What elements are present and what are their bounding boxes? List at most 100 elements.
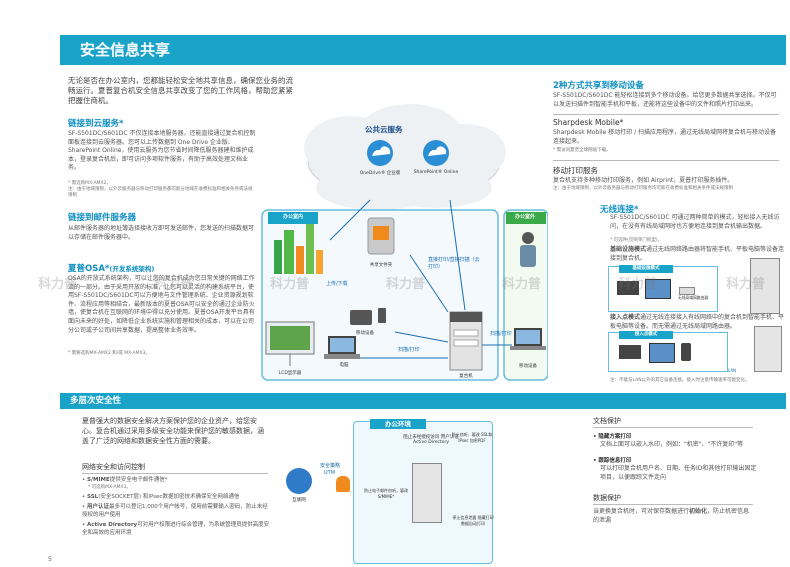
office-label: 办公室内 (282, 214, 303, 220)
router-icon (679, 287, 695, 295)
divider (553, 160, 779, 161)
access-figure-title: 接入点模式 (619, 331, 673, 339)
ssl-bold: SSL (87, 493, 99, 500)
network-heading: 网络安全和访问控制 (82, 463, 145, 471)
leak-prevention-label: 停止信息泄露 隐藏打印 数据自动打印 (452, 515, 494, 526)
upload-download-label: 上传/下载 (326, 281, 348, 287)
mobile-print-heading: 移动打印服务 (553, 166, 598, 175)
doc-protect-heading: 文档保护 (593, 417, 621, 425)
firewall-icon (336, 476, 350, 492)
divider (82, 473, 268, 474)
office-env-label: 办公环境 (370, 419, 426, 429)
watermark: 科力普 (726, 277, 766, 292)
mobile-heading: 2种方式共享到移动设备 (553, 81, 644, 91)
phone-icon (378, 308, 386, 323)
data-protect-text-c: ，防止机密信息的泄漏 (593, 508, 750, 524)
sharpdesk-body: Sharpdesk Mobile 移动打印 / 扫描应用程序，通过无线局域网将复… (553, 129, 776, 145)
sharpdesk-heading: Sharpdesk Mobile* (553, 118, 624, 127)
page-number: 5 (48, 556, 52, 563)
mobile-print-note: 注：由于地域限制，以外云服务器与移动打印服务均可能在收费标准和相关条件或法规限制 (553, 186, 733, 191)
hidden-print-body: 文档上面可以嵌入水印，例如："机密"、"不许复印"等 (600, 441, 744, 448)
hidden-print-label: • 隐藏方案打印 (593, 434, 632, 440)
smime-text: 提供安全电子邮件通信* (109, 477, 168, 483)
infra-figure-title: 基础设施模式 (619, 265, 673, 273)
cloud-diagram (261, 104, 548, 381)
copier-icon (412, 463, 442, 523)
office-label-bg (268, 212, 318, 224)
internet-label: 互联网 (292, 498, 306, 503)
tablet-icon (350, 310, 372, 325)
direct-print-label: 直接打印/直接扫描（云打印） (428, 257, 480, 270)
outside-label: 办公室外 (514, 214, 535, 220)
sharpdesk-note: * 需访问夏普全球网站下载。 (553, 148, 611, 153)
copier-label: 复合机 (459, 374, 473, 379)
auth-text: 最多可以登记1,000个用户帐号，使用前需要输入密码，防止未经授权的用户使用 (82, 504, 268, 518)
cloud-title: 公共云服务 (365, 125, 403, 134)
divider (593, 427, 753, 428)
divider (553, 114, 779, 115)
sharepoint-label: SharePoint® Online (413, 170, 459, 175)
ad-bold: Active Directory (87, 522, 138, 529)
email-protection-label: 防止电子邮件窃听，篡改 S/MIME* (364, 488, 408, 499)
utm-label: UTM (324, 470, 336, 476)
copier-icon (754, 326, 782, 372)
laptop-icon (645, 279, 671, 299)
cloud-note-1: * 需选购MX-AMX2。 (68, 181, 111, 186)
encrypt-label: 防止窃听、篡改 SSL和IPsec 加密PDF (451, 432, 493, 443)
divider (593, 504, 753, 505)
laptop-icon (649, 343, 675, 363)
access-mode-text: 接入点模式通过无线连接接入有线网络中的复合机到智能手机、平板电脑等设备。而无需通… (610, 314, 788, 331)
smime-note: * 可选购MX-AMX3。 (88, 484, 131, 490)
outside-devices (510, 232, 546, 350)
trace-print-label: • 跟踪信息打印 (593, 458, 632, 464)
data-protect-init: 初始化 (689, 508, 708, 515)
auth-item: • 用户认证最多可以登记1,000个用户帐号，使用前需要输入密码，防止未经授权的… (82, 504, 268, 518)
basic-mode-text: 基础设施模式通过无线网络路由器将智能手机、平板电脑等设备连接到复合机。 (610, 246, 788, 263)
page-title: 安全信息共享 (80, 41, 171, 59)
security-policy-label: 安全策略 (320, 463, 341, 469)
pc-label: 电脑 (339, 363, 349, 368)
access-mode-body: 通过无线连接接入有线网络中的复合机到智能手机、平板电脑等设备。而无需通过无线局域… (610, 314, 785, 330)
outside-mobile-label: 移动设备 (519, 364, 537, 369)
lan-label: LAN (728, 368, 737, 373)
globe-icon (286, 468, 312, 494)
watermark: 科力普 (386, 277, 426, 292)
copier-icon (750, 258, 780, 314)
tablet-icon (619, 345, 641, 359)
security-items: • S/MIME提供安全电子邮件通信* * 可选购MX-AMX3。 • SSL(… (82, 477, 272, 538)
person-icon (522, 232, 534, 244)
watermark: 科力普 (154, 277, 194, 292)
ad-protection-label: 阻止未经授权访问 用户认证 Active Directory (403, 435, 459, 445)
scan-print-label-2: 扫描/打印 (490, 331, 512, 337)
watermark: 科力普 (502, 277, 542, 292)
cloud-body: SF-S501DC/S601DC 不仅连接本地服务器，还能直接通过复合机控制面板… (68, 130, 256, 172)
auth-bold: 用户认证 (87, 504, 110, 511)
cloud-note-2: 注：由于地域限制，以外云服务器与移动打印服务都可能分地域在收费标准和相关条件或法… (68, 187, 253, 198)
wireless-body: SF-S501DC/S601DC 可通过两种简单的模式，轻松接入无线访问，在没有… (610, 214, 780, 230)
lead-paragraph: 无论是否在办公室内，您都能轻松安全地共享信息，确保您业务的流畅运行。夏普复合机安… (68, 76, 293, 105)
osa-heading: 夏普OSA*(开发系统架构) (68, 262, 154, 274)
router-label: 无线局域网路由器 (677, 295, 709, 300)
access-mode-label: 接入点模式 (610, 314, 641, 321)
wireless-note: * 可选件(仅限单门机型)。 (610, 238, 663, 243)
data-protect-heading: 数据保护 (593, 494, 621, 502)
security-title: 多层次安全性 (70, 396, 122, 406)
infra-figure: 基础设施模式 无线局域网路由器 (608, 265, 718, 312)
phone-icon (681, 343, 691, 361)
smime-item: • S/MIME提供安全电子邮件通信* (82, 477, 168, 483)
watermark: 科力普 (618, 277, 658, 292)
ad-text: 可对用户权限进行综合管理，为系统管理员提供高度安全和高效的应用环境 (82, 522, 270, 536)
arrow-cloud-copier (449, 199, 466, 311)
outside-label-bg (506, 212, 546, 224)
wireless-heading: 无线连接* (600, 205, 639, 215)
osa-note: * 需要选购MX-AMX2 和/或 MX-AMX3。 (68, 351, 150, 356)
copier-icon (449, 311, 483, 371)
mail-body: 从邮件服务器的地址簿选择接收方即可发送邮件，您发送的扫描数据可以存储在邮件服务器… (68, 225, 255, 241)
arrow-mobile-copier (394, 331, 449, 343)
ssl-item: • SSL(安全SOCKET层) 和IPsec数据加密技术确保安全网络通信 (82, 493, 240, 500)
lcd-label: LCD显示器 (278, 371, 302, 376)
watermark: 科力普 (38, 277, 78, 292)
mobile-print-body: 复合机支持多种移动打印服务，例如 Airprint，夏普打印服务插件。 (553, 177, 734, 184)
tablet-icon (617, 281, 639, 295)
security-intro: 夏普强大的数据安全解决方案保护您的企业资产，给您安心。复合机通过采用多级安全功能… (82, 417, 264, 445)
